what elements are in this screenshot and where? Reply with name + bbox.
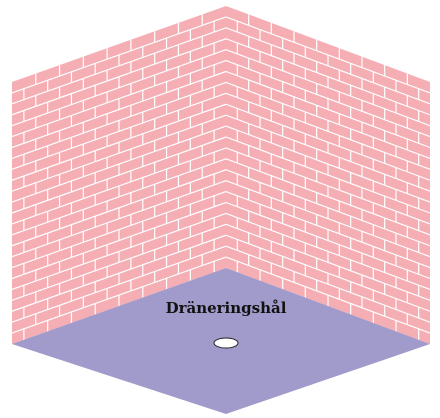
left-tiled-wall — [11, 6, 227, 344]
right-tiled-wall — [225, 6, 431, 344]
drain-hole-label: Dräneringshål — [166, 299, 287, 317]
drain-hole — [213, 337, 239, 349]
